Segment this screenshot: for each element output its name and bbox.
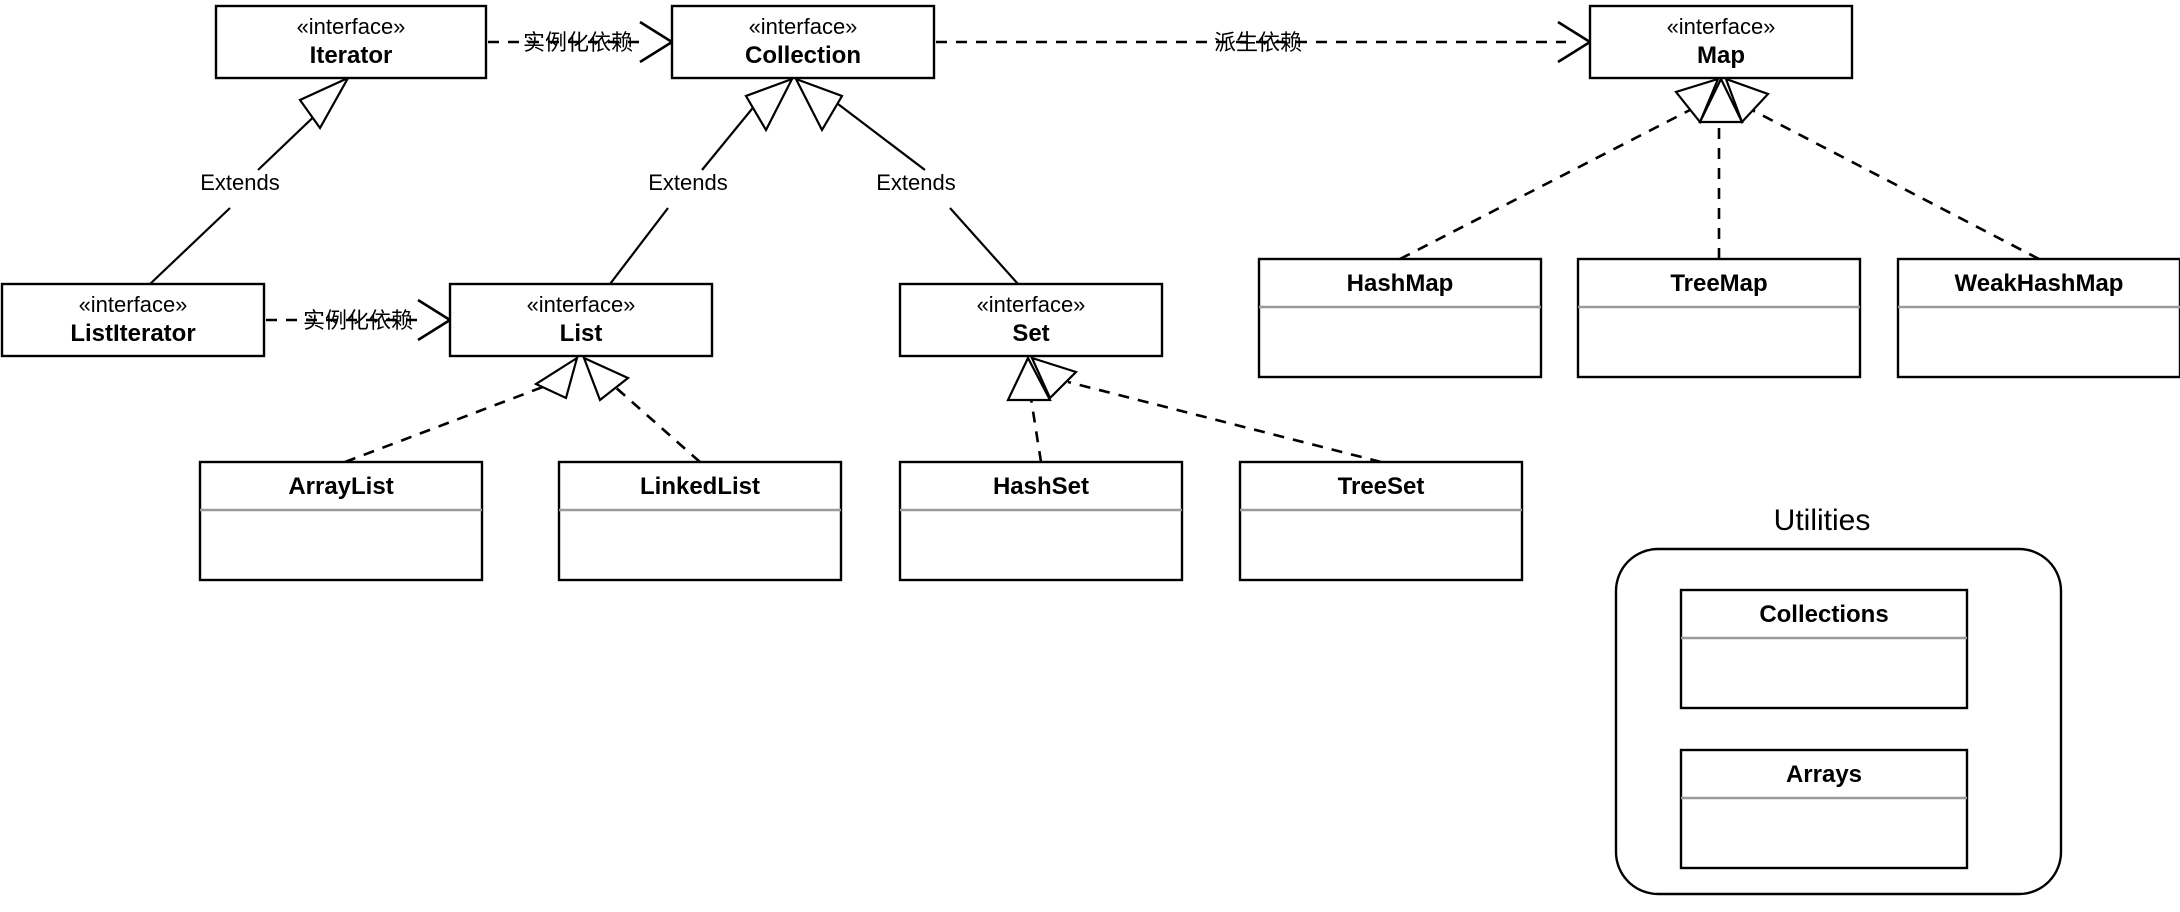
edge-treemap-realizes-map [1698, 76, 1744, 259]
arrowhead-open-list [417, 298, 453, 342]
interface-stereotype-list: «interface» [527, 292, 636, 317]
interface-name-collection: Collection [745, 42, 861, 69]
edge-line-extends-list-lower [609, 207, 669, 285]
edge-line-realize-hashmap [1399, 108, 1691, 261]
interface-stereotype-listiterator: «interface» [79, 292, 188, 317]
class-box-collections-rect[interactable] [1679, 588, 1969, 710]
class-name-weakhashmap: WeakHashMap [1955, 270, 2124, 297]
arrowhead-triangle-collection-set [793, 76, 844, 133]
edge-treeset-realizes-set [1029, 356, 1382, 464]
arrowhead-triangle-set-hashset [1006, 355, 1052, 402]
arrowhead-triangle-list-linkedlist [582, 355, 631, 402]
class-box-hashset-rect[interactable] [898, 460, 1184, 582]
class-name-treeset: TreeSet [1338, 473, 1425, 500]
class-box-linkedlist[interactable]: LinkedList [557, 460, 843, 582]
interface-box-listiterator[interactable]: «interface» ListIterator [0, 282, 266, 358]
arrowhead-triangle-list-arraylist [533, 355, 579, 400]
class-box-arrays[interactable]: Arrays [1679, 748, 1969, 870]
class-name-linkedlist: LinkedList [640, 473, 760, 500]
class-box-hashset[interactable]: HashSet [898, 460, 1184, 582]
edge-line-realize-linkedlist [613, 385, 701, 463]
edge-listiterator-extends-iterator [149, 75, 351, 285]
edge-hashset-realizes-set [1006, 355, 1052, 463]
interface-stereotype-iterator: «interface» [297, 14, 406, 39]
edge-weakhashmap-realizes-map [1724, 77, 2040, 261]
class-box-hashmap[interactable]: HashMap [1257, 257, 1543, 379]
class-name-hashmap: HashMap [1347, 270, 1454, 297]
interface-name-iterator: Iterator [310, 42, 393, 69]
arrowhead-triangle-set-treeset [1029, 356, 1079, 400]
edge-line-realize-hashset [1028, 391, 1043, 463]
edge-hashmap-realizes-map [1399, 77, 1720, 261]
class-name-arraylist: ArrayList [288, 473, 393, 500]
edge-line-extends-set-lower [949, 207, 1019, 285]
interface-box-list[interactable]: «interface» List [448, 282, 714, 358]
class-box-treemap-rect[interactable] [1576, 257, 1862, 379]
interface-name-listiterator: ListIterator [70, 320, 195, 347]
interface-box-map[interactable]: «interface» Map [1588, 4, 1854, 80]
class-box-treeset-rect[interactable] [1238, 460, 1524, 582]
edge-label-extends-listiterator: Extends [200, 170, 280, 195]
edge-line-extends-list-upper [701, 103, 757, 171]
edge-label-extends-list: Extends [648, 170, 728, 195]
class-box-arraylist[interactable]: ArrayList [198, 460, 484, 582]
interface-box-iterator[interactable]: «interface» Iterator [214, 4, 488, 80]
arrowhead-triangle-map-hashmap [1674, 77, 1720, 125]
interface-stereotype-set: «interface» [977, 292, 1086, 317]
class-box-weakhashmap[interactable]: WeakHashMap [1896, 257, 2180, 379]
edge-list-extends-collection [609, 76, 795, 285]
class-name-arrays: Arrays [1786, 761, 1862, 788]
edge-set-extends-collection [793, 76, 1019, 285]
arrowhead-triangle-collection-list [744, 76, 795, 133]
edge-line-realize-weakhashmap [1751, 108, 2040, 261]
arrowhead-open-collection [639, 20, 675, 64]
interface-box-listiterator-rect[interactable] [0, 282, 266, 358]
edge-label-extends-set: Extends [876, 170, 956, 195]
class-box-weakhashmap-rect[interactable] [1896, 257, 2180, 379]
interface-stereotype-map: «interface» [1667, 14, 1776, 39]
edge-label-collection-map: 派生依赖 [1214, 30, 1302, 55]
interface-stereotype-collection: «interface» [749, 14, 858, 39]
class-box-arraylist-rect[interactable] [198, 460, 484, 582]
interface-box-collection[interactable]: «interface» Collection [670, 4, 936, 80]
edge-line-extends-listiterator-lower [149, 207, 231, 285]
interface-box-collection-rect[interactable] [670, 4, 936, 80]
class-box-arrays-rect[interactable] [1679, 748, 1969, 870]
interface-name-list: List [560, 320, 603, 347]
edge-line-realize-treeset [1067, 380, 1382, 464]
arrowhead-triangle-map-weakhashmap [1724, 77, 1770, 125]
class-name-collections: Collections [1759, 601, 1888, 628]
class-box-treeset[interactable]: TreeSet [1238, 460, 1524, 582]
interface-box-list-rect[interactable] [448, 282, 714, 358]
edge-label-iterator-collection: 实例化依赖 [523, 30, 633, 55]
edge-line-realize-arraylist [344, 380, 557, 464]
edge-line-extends-set-upper [837, 103, 926, 171]
class-name-treemap: TreeMap [1670, 270, 1767, 297]
group-title-utilities: Utilities [1774, 504, 1871, 537]
interface-box-set-rect[interactable] [898, 282, 1164, 358]
interface-box-set[interactable]: «interface» Set [898, 282, 1164, 358]
class-box-linkedlist-rect[interactable] [557, 460, 843, 582]
class-box-collections[interactable]: Collections [1679, 588, 1969, 710]
interface-box-map-rect[interactable] [1588, 4, 1854, 80]
edge-linkedlist-realizes-list [582, 355, 701, 463]
edge-label-listiterator-list: 实例化依赖 [303, 308, 413, 333]
class-name-hashset: HashSet [993, 473, 1089, 500]
arrowhead-triangle-iterator [298, 75, 351, 131]
interface-name-map: Map [1697, 42, 1745, 69]
interface-box-iterator-rect[interactable] [214, 4, 488, 80]
class-box-treemap[interactable]: TreeMap [1576, 257, 1862, 379]
edge-arraylist-realizes-list [344, 355, 579, 464]
arrowhead-triangle-map-treemap [1698, 76, 1744, 124]
interface-name-set: Set [1012, 320, 1049, 347]
class-box-hashmap-rect[interactable] [1257, 257, 1543, 379]
